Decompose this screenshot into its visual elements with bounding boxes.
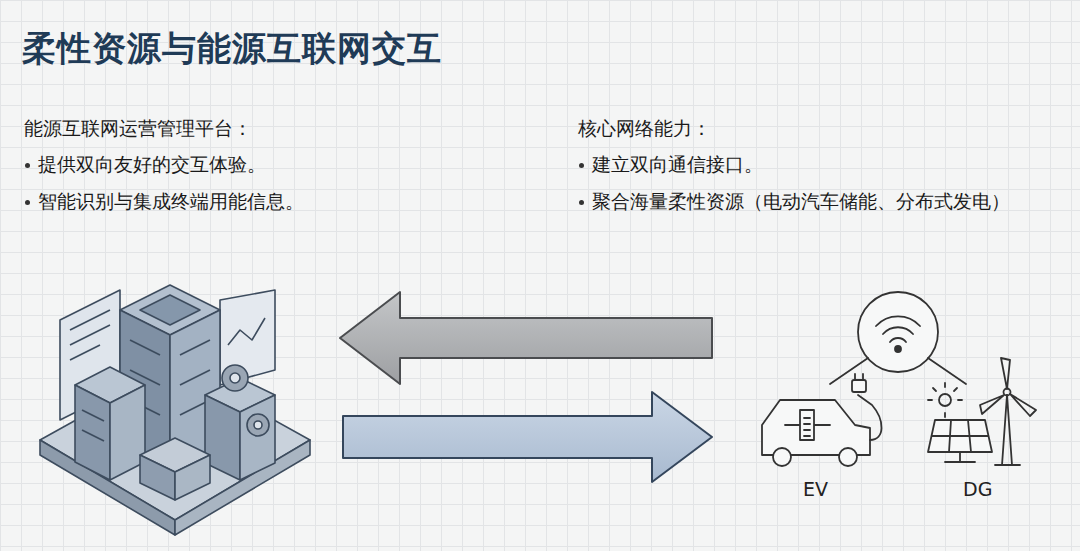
resource-illustration-part	[854, 374, 856, 380]
resource-illustration-part	[980, 395, 1004, 414]
resource-illustration-part	[800, 410, 814, 440]
resource-illustration-part	[890, 338, 906, 342]
bullet-dot	[25, 163, 30, 168]
arrow-to-resources-part	[343, 392, 712, 482]
arrow-to-platform	[340, 292, 712, 384]
resource-illustration-part	[932, 435, 988, 437]
resource-illustration-part	[804, 423, 810, 425]
building-illustration-part	[180, 370, 210, 385]
bullet-item: 提供双向友好的交互体验。	[22, 152, 266, 178]
resource-illustration-part	[954, 388, 957, 391]
building-illustration-part	[140, 295, 200, 325]
resource-illustration-part	[944, 413, 946, 417]
building-illustration-part	[130, 340, 160, 355]
building-illustration-part	[70, 345, 100, 360]
building-illustration-part	[70, 310, 110, 330]
building-illustration-part	[254, 421, 262, 429]
resource-illustration-part	[1007, 395, 1012, 465]
resource-label: DG	[963, 478, 992, 500]
resource-illustration-part	[804, 435, 810, 437]
resource-illustration-part	[928, 399, 932, 401]
bullet-dot	[579, 200, 584, 205]
resource-illustration-part	[858, 292, 938, 372]
resource-illustration-part	[945, 461, 975, 463]
resource-illustration-part	[1002, 395, 1007, 465]
resource-illustration-part	[1010, 394, 1036, 416]
resource-illustration-part	[1001, 358, 1010, 389]
arrow-to-platform-part	[340, 292, 712, 384]
building-illustration-part	[228, 318, 265, 345]
building-illustration-part	[82, 430, 104, 441]
section-heading: 能源互联网运营管理平台：	[24, 116, 252, 142]
resource-illustration-part	[804, 429, 810, 431]
bullet-item: 聚合海量柔性资源（电动汽车储能、分布式发电）	[576, 189, 1010, 215]
resource-illustration	[762, 292, 1036, 466]
resource-illustration-part	[933, 388, 936, 391]
resource-illustration-part	[928, 420, 992, 452]
resource-label: EV	[803, 478, 828, 500]
resource-illustration-part	[883, 327, 913, 334]
building-illustration-part	[75, 385, 110, 480]
resource-illustration-part	[939, 394, 951, 406]
bullet-item: 建立双向通信接口。	[576, 152, 763, 178]
bullet-dot	[579, 163, 584, 168]
bullet-item: 智能识别与集成终端用能信息。	[22, 189, 304, 215]
resource-illustration-part	[944, 383, 946, 387]
section-heading: 核心网络能力：	[578, 116, 711, 142]
building-illustration-part	[140, 455, 175, 500]
resource-illustration-part	[862, 374, 864, 380]
resource-illustration-part	[958, 399, 962, 401]
building-illustration-part	[180, 340, 210, 355]
resource-illustration-part	[762, 400, 870, 455]
building-illustration-part	[247, 414, 269, 436]
resource-illustration-part	[852, 380, 866, 392]
building-illustration-part	[82, 410, 104, 421]
resource-illustration-part	[876, 316, 920, 326]
building-illustration-part	[230, 373, 240, 383]
resource-illustration-part	[839, 448, 857, 466]
diagram-title: 柔性资源与能源互联网交互	[22, 26, 442, 72]
resource-illustration-part	[995, 464, 1020, 466]
resource-illustration-part	[830, 358, 868, 384]
building-illustration-part	[240, 395, 275, 480]
resource-illustration-part	[804, 417, 810, 419]
building-illustration-part	[222, 365, 248, 391]
bullet-dot	[25, 200, 30, 205]
building-illustration-part	[70, 325, 110, 345]
resource-illustration-part	[773, 448, 791, 466]
building-illustration-part	[175, 455, 210, 500]
building-illustration	[40, 285, 310, 535]
resource-illustration-part	[895, 346, 901, 352]
resource-illustration-part	[928, 358, 966, 384]
arrow-to-resources	[343, 392, 712, 482]
resource-illustration-part	[858, 395, 882, 440]
resource-illustration-part	[959, 452, 961, 462]
